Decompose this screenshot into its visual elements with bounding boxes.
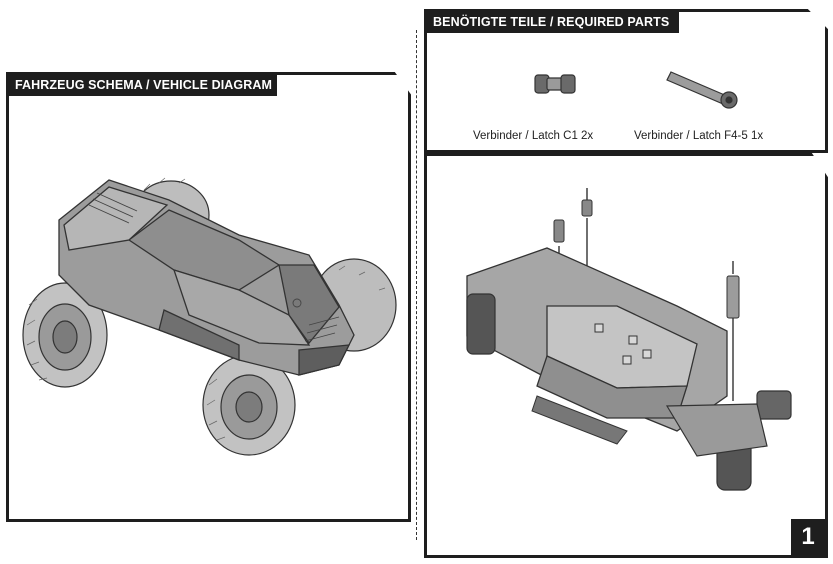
vehicle-diagram-panel: FAHRZEUG SCHEMA / VEHICLE DIAGRAM [6,72,411,522]
required-parts-panel: BENÖTIGTE TEILE / REQUIRED PARTS Verbind… [424,9,828,153]
latch-f4-5-icon [666,71,738,109]
panel-divider [416,30,417,540]
part-label-latch-f4-5: Verbinder / Latch F4-5 1x [634,130,764,142]
part-label-latch-c1: Verbinder / Latch C1 2x [473,130,594,142]
required-parts-title: BENÖTIGTE TEILE / REQUIRED PARTS [427,12,679,33]
vehicle-diagram-title: FAHRZEUG SCHEMA / VEHICLE DIAGRAM [9,75,277,96]
vehicle-illustration [22,177,397,456]
latch-c1-icon [534,74,576,94]
chassis-assembly-illustration [466,188,792,491]
assembly-step-panel: 1 [424,153,828,558]
step-number: 1 [791,519,825,555]
